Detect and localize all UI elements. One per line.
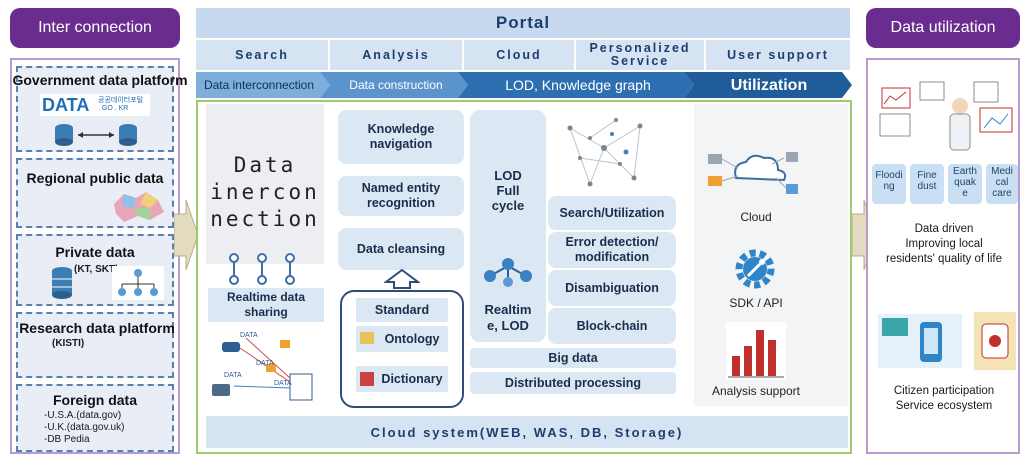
- ontology-group: [340, 290, 464, 408]
- service-search-utilization: Search/Utilization: [548, 196, 676, 230]
- tile-fine-dust-label: Fine dust: [917, 170, 937, 192]
- private-data-box: Private data (KT, SKT): [16, 234, 174, 306]
- realtime-data-sharing: Realtime data sharing: [208, 288, 324, 322]
- knowledge-navigation: Knowledge navigation: [338, 110, 464, 164]
- private-data-note: (KT, SKT): [74, 264, 119, 275]
- data-sharing-illustration: [212, 337, 313, 401]
- citizen-app-illustration: [878, 312, 1016, 370]
- citizen-participation-text: Citizen participation Service ecosystem: [893, 385, 995, 412]
- utilization-cloud-label: Cloud: [740, 210, 772, 224]
- ontology-dictionary: Dictionary: [356, 366, 448, 392]
- foreign-item-uk: -U.K.(data.gov.uk): [44, 422, 125, 433]
- data-driven-text: Data driven Improving local residents' q…: [886, 223, 1002, 265]
- data-cleansing: Data cleansing: [338, 228, 464, 270]
- bar-chart-icon: [726, 322, 786, 380]
- regional-data-box: Regional public data: [16, 158, 174, 228]
- knowledge-graph-icon: [567, 118, 643, 187]
- tile-flooding: Floodi ng: [872, 164, 906, 204]
- interconnection-big-title: Data inercon nection: [210, 153, 320, 231]
- flow-chevron-bar: [196, 72, 852, 98]
- portal-header: Portal: [196, 8, 850, 38]
- interconnection-block: Data inercon nection: [206, 104, 324, 264]
- service-disambiguation: Disambiguation: [548, 270, 676, 306]
- research-data-box: Research data platform (KISTI): [16, 312, 175, 378]
- menu-personalized-service[interactable]: Personalized Service: [576, 40, 706, 70]
- up-arrow-icon: [384, 268, 420, 289]
- foreign-data-title: Foreign data: [52, 392, 137, 408]
- data-portal-logo: DATA 공공데이터포털 . GO . KR: [40, 94, 150, 116]
- analysis-support-label: Analysis support: [711, 384, 801, 398]
- private-data-title: Private data: [55, 244, 135, 260]
- lod-full-cycle: LOD Full cycle: [491, 168, 525, 213]
- inter-connection-header: Inter connection: [10, 8, 180, 48]
- service-error-detection: Error detection/ modification: [548, 232, 676, 268]
- research-data-title: Research data platform: [19, 320, 175, 336]
- foreign-data-box: Foreign data -U.S.A.(data.gov) -U.K.(dat…: [16, 384, 174, 452]
- foreign-item-usa: -U.S.A.(data.gov): [44, 410, 122, 421]
- data-tag-2: DATA: [256, 360, 274, 367]
- tile-earthquake: Earth quak e: [948, 164, 982, 204]
- data-logo-sub: 공공데이터포털 . GO . KR: [98, 97, 144, 112]
- government-data-box: Government data platform DATA 공공데이터포털 . …: [12, 66, 188, 152]
- tile-earthquake-label: Earth quak e: [953, 166, 977, 199]
- data-tag-3: DATA: [224, 372, 242, 379]
- big-data-bar: Big data: [470, 348, 676, 368]
- flow-data-interconnection: Data interconnection: [203, 77, 315, 92]
- menu-user-support[interactable]: User support: [706, 40, 850, 70]
- data-logo-text: DATA: [42, 95, 90, 115]
- cloud-network-icon: [708, 152, 798, 194]
- service-block-chain: Block-chain: [548, 308, 676, 344]
- inflow-arrow-icon: [174, 200, 198, 270]
- data-tag-1: DATA: [240, 332, 258, 339]
- molecule-icon: [484, 258, 532, 287]
- ontology-icon: [360, 332, 374, 344]
- dictionary-icon: [360, 372, 374, 386]
- network-nodes-icon: [229, 253, 295, 285]
- regional-data-title: Regional public data: [26, 170, 164, 186]
- lod-cycle-panel: [470, 110, 546, 342]
- cloud-system-bar: Cloud system(WEB, WAS, DB, Storage): [206, 416, 848, 448]
- dashboard-illustration: [879, 81, 1013, 151]
- government-data-title: Government data platform: [12, 72, 188, 88]
- named-entity-recognition: Named entity recognition: [338, 176, 464, 216]
- tile-medical-care: Medi cal care: [986, 164, 1018, 204]
- menu-analysis[interactable]: Analysis: [330, 40, 464, 70]
- db-sync-icon: [55, 124, 137, 146]
- foreign-item-dbpedia: -DB Pedia: [44, 434, 90, 445]
- flow-data-construction: Data construction: [349, 77, 443, 92]
- tile-medical-care-label: Medi cal care: [991, 166, 1013, 199]
- tile-fine-dust: Fine dust: [910, 164, 944, 204]
- map-icon: [114, 192, 164, 222]
- flow-lod-knowledge-graph: LOD, Knowledge graph: [505, 76, 651, 93]
- research-data-note: (KISTI): [52, 338, 85, 349]
- data-tag-4: DATA: [274, 380, 292, 387]
- distributed-processing-bar: Distributed processing: [470, 372, 676, 394]
- sdk-api-label: SDK / API: [729, 296, 783, 310]
- tile-flooding-label: Floodi ng: [875, 170, 903, 192]
- data-utilization-header: Data utilization: [866, 8, 1020, 48]
- database-icon: [52, 267, 72, 299]
- org-chart-icon: [112, 266, 164, 300]
- flow-utilization: Utilization: [730, 76, 808, 94]
- gear-icon: [735, 249, 775, 289]
- menu-search[interactable]: Search: [196, 40, 330, 70]
- menu-cloud[interactable]: Cloud: [464, 40, 576, 70]
- realtime-lod: Realtim e, LOD: [484, 302, 532, 333]
- ontology-standard: Standard: [356, 298, 448, 322]
